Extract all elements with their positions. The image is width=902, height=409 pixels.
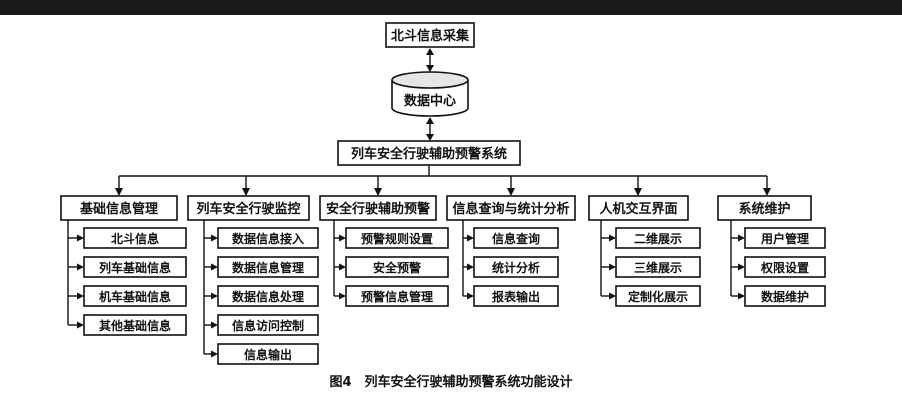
module-5-item-label: 三维展示 bbox=[634, 260, 682, 275]
module-5-item-label: 定制化展示 bbox=[628, 289, 688, 304]
module-6-item-box bbox=[744, 285, 826, 307]
module-3-item-box bbox=[345, 227, 449, 249]
module-2-item-label: 数据信息管理 bbox=[232, 260, 304, 275]
module-6-item-label: 用户管理 bbox=[760, 231, 809, 246]
module-6-item-label: 权限设置 bbox=[760, 260, 809, 275]
module-2-title-box bbox=[187, 195, 310, 221]
module-1-title-box bbox=[60, 195, 178, 221]
module-1-item-label: 列车基础信息 bbox=[99, 260, 171, 275]
module-4-drop-arrow bbox=[507, 188, 515, 196]
module-6-title-box bbox=[717, 195, 812, 221]
module-4-item-box bbox=[473, 227, 559, 249]
module-1-drop-arrow bbox=[115, 188, 123, 196]
module-2-item-box bbox=[217, 285, 319, 307]
module-5-title: 人机交互界面 bbox=[599, 201, 677, 217]
module-5-item-arrow bbox=[609, 263, 616, 271]
module-4-item-label: 报表输出 bbox=[492, 289, 540, 304]
module-1-item-label: 北斗信息 bbox=[111, 231, 159, 246]
module-2-title: 列车安全行驶监控 bbox=[196, 201, 300, 217]
module-2-item-arrow bbox=[211, 350, 218, 358]
module-6-drop-arrow bbox=[763, 188, 771, 196]
module-5-item-arrow bbox=[609, 292, 616, 300]
module-1-item-arrow bbox=[77, 263, 84, 271]
module-2-item-box bbox=[217, 314, 319, 336]
datacenter-label: 数据中心 bbox=[404, 93, 456, 109]
module-2-item-label: 信息访问控制 bbox=[232, 318, 304, 333]
module-4-item-arrow bbox=[467, 234, 474, 242]
module-2-drop-arrow bbox=[242, 188, 250, 196]
arrow-up-top-node bbox=[426, 48, 434, 55]
top-node-box bbox=[385, 22, 475, 48]
module-2-item-label: 数据信息接入 bbox=[232, 231, 304, 246]
system-node-label: 列车安全行驶辅助预警系统 bbox=[351, 146, 507, 162]
module-2-item-arrow bbox=[211, 234, 218, 242]
arrow-down-system bbox=[426, 134, 434, 141]
top-scan-band bbox=[0, 0, 902, 15]
module-6-item-label: 数据维护 bbox=[761, 289, 809, 304]
module-3-item-label: 安全预警 bbox=[373, 260, 421, 275]
module-5-drop-arrow bbox=[634, 188, 642, 196]
module-6-item-box bbox=[744, 256, 826, 278]
arrow-down-datacenter bbox=[426, 65, 434, 72]
module-5-item-box bbox=[615, 227, 701, 249]
module-6-item-box bbox=[744, 227, 826, 249]
module-4-title: 信息查询与统计分析 bbox=[452, 201, 569, 217]
module-2-item-box bbox=[217, 227, 319, 249]
module-5-title-box bbox=[588, 195, 689, 221]
module-2-item-arrow bbox=[211, 292, 218, 300]
module-4-item-label: 信息查询 bbox=[492, 231, 540, 246]
module-4-item-box bbox=[473, 256, 559, 278]
module-3-item-arrow bbox=[339, 234, 346, 242]
module-6-item-arrow bbox=[738, 234, 745, 242]
module-2-item-box bbox=[217, 256, 319, 278]
datacenter-cylinder-top bbox=[391, 71, 469, 89]
module-3-title: 安全行驶辅助预警 bbox=[326, 201, 430, 217]
module-3-item-box bbox=[345, 256, 449, 278]
module-4-item-label: 统计分析 bbox=[492, 260, 540, 275]
figure-caption: 图4 列车安全行驶辅助预警系统功能设计 bbox=[329, 374, 572, 390]
module-2-item-arrow bbox=[211, 321, 218, 329]
module-2-item-label: 信息输出 bbox=[244, 347, 292, 362]
datacenter-cylinder-body bbox=[391, 80, 469, 117]
module-3-item-arrow bbox=[339, 292, 346, 300]
module-5-item-box bbox=[615, 285, 701, 307]
module-3-title-box bbox=[319, 195, 437, 221]
top-node-label: 北斗信息采集 bbox=[391, 28, 470, 44]
module-6-title: 系统维护 bbox=[738, 201, 790, 217]
module-1-item-label: 其他基础信息 bbox=[99, 318, 171, 333]
module-6-item-arrow bbox=[738, 263, 745, 271]
module-5-item-arrow bbox=[609, 234, 616, 242]
module-3-item-box bbox=[345, 285, 449, 307]
module-6-item-arrow bbox=[738, 292, 745, 300]
module-4-title-box bbox=[446, 195, 576, 221]
arrow-up-datacenter bbox=[426, 117, 434, 124]
module-4-item-arrow bbox=[467, 263, 474, 271]
module-2-item-arrow bbox=[211, 263, 218, 271]
module-1-item-box bbox=[83, 256, 187, 278]
module-1-item-label: 机车基础信息 bbox=[99, 289, 171, 304]
module-1-item-box bbox=[83, 227, 187, 249]
module-1-item-arrow bbox=[77, 292, 84, 300]
module-1-title: 基础信息管理 bbox=[79, 201, 158, 217]
module-1-item-box bbox=[83, 285, 187, 307]
module-3-item-label: 预警信息管理 bbox=[361, 289, 433, 304]
module-1-item-arrow bbox=[77, 321, 84, 329]
module-1-item-arrow bbox=[77, 234, 84, 242]
module-3-item-arrow bbox=[339, 263, 346, 271]
module-1-item-box bbox=[83, 314, 187, 336]
module-5-item-box bbox=[615, 256, 701, 278]
module-5-item-label: 二维展示 bbox=[634, 231, 682, 246]
module-3-drop-arrow bbox=[374, 188, 382, 196]
module-4-item-arrow bbox=[467, 292, 474, 300]
module-2-item-label: 数据信息处理 bbox=[232, 289, 304, 304]
module-4-item-box bbox=[473, 285, 559, 307]
system-node-box bbox=[337, 140, 521, 166]
module-3-item-label: 预警规则设置 bbox=[361, 231, 433, 246]
module-2-item-box bbox=[217, 343, 319, 365]
